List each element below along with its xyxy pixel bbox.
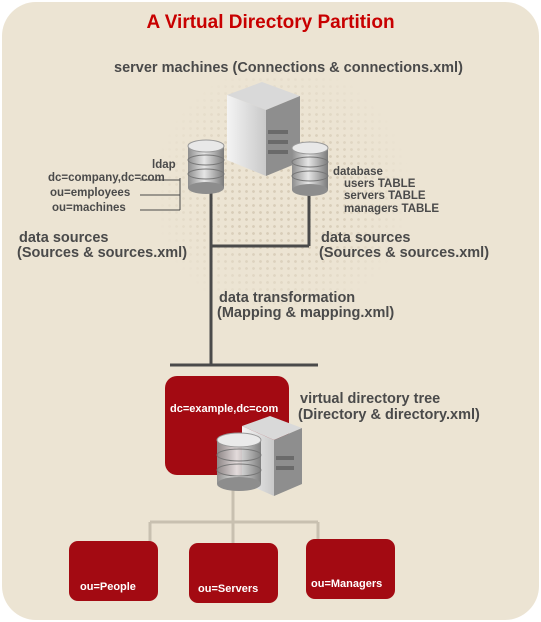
virtual-tree-detail: (Directory & directory.xml) [298, 407, 480, 423]
database-item: servers TABLE [344, 190, 426, 202]
server-machines-detail: (Connections & connections.xml) [232, 60, 463, 76]
leaf-label-managers: ou=Managers [311, 578, 383, 590]
diagram-title: A Virtual Directory Partition [146, 12, 395, 33]
ldap-item: ou=machines [52, 202, 126, 214]
database-item: managers TABLE [344, 203, 440, 215]
database-item: users TABLE [344, 178, 416, 190]
main-server-icon [227, 82, 300, 176]
connector-lines [140, 178, 318, 367]
virtual-tree-title: virtual directory tree [300, 391, 441, 407]
ldap-database-icon [187, 139, 225, 194]
data-sources-right-title: data sources [321, 230, 411, 246]
ldap-item: dc=company,dc=com [48, 172, 165, 184]
virtual-database-icon [216, 432, 262, 491]
database-label: database [333, 166, 383, 178]
ldap-item: ou=employees [50, 187, 131, 199]
data-sources-left-detail: (Sources & sources.xml) [17, 245, 188, 261]
data-sources-left-title: data sources [19, 230, 109, 246]
data-transformation-title: data transformation [219, 290, 356, 306]
tree-lines [148, 490, 320, 544]
server-machines-title: server machines [114, 60, 229, 76]
leaf-label-people: ou=People [80, 581, 136, 593]
server-machines-label: server machines (Connections & connectio… [114, 60, 463, 76]
ldap-label: ldap [152, 159, 176, 171]
leaf-label-servers: ou=Servers [198, 583, 259, 595]
data-sources-right-detail: (Sources & sources.xml) [319, 245, 490, 261]
leaf-box-servers [189, 543, 278, 603]
virtual-root-label: dc=example,dc=com [170, 403, 279, 415]
database-icon [291, 141, 329, 196]
leaf-box-managers [306, 539, 395, 599]
leaf-box-people [69, 541, 158, 601]
data-transformation-detail: (Mapping & mapping.xml) [217, 305, 395, 321]
